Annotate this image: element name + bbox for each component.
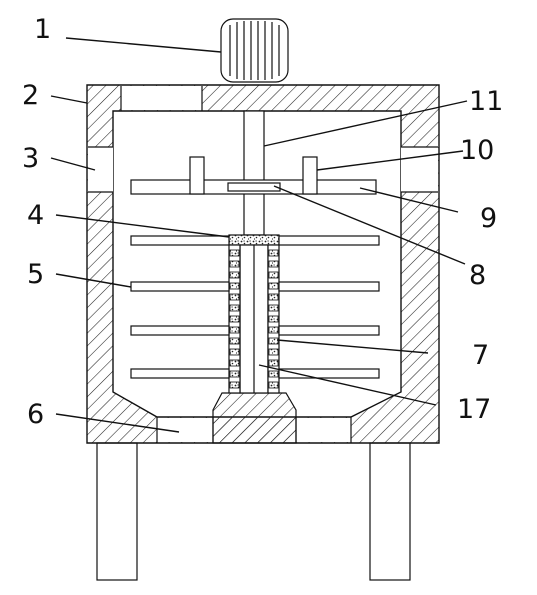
stir-bar-left-3 bbox=[130, 325, 230, 336]
label-11: 11 bbox=[469, 86, 503, 117]
sleeve-block bbox=[268, 370, 279, 378]
connecting-block bbox=[228, 234, 280, 246]
label-10: 10 bbox=[460, 135, 494, 166]
sleeve-block bbox=[268, 249, 279, 257]
sleeve-block bbox=[268, 381, 279, 389]
stir-bar-right-4 bbox=[278, 368, 380, 379]
sleeve-block bbox=[268, 326, 279, 334]
stir-bar-right-2 bbox=[278, 281, 380, 292]
label-5: 5 bbox=[27, 259, 44, 290]
sleeve-block bbox=[268, 260, 279, 268]
sleeve-block bbox=[229, 271, 240, 279]
stir-bar-right-1 bbox=[278, 235, 380, 246]
stir-bar-right-3 bbox=[278, 325, 380, 336]
label-3: 3 bbox=[22, 143, 39, 174]
sleeve-block bbox=[229, 249, 240, 257]
right-side-opening bbox=[401, 147, 438, 192]
sleeve-block bbox=[229, 260, 240, 268]
stir-bar-left-2 bbox=[130, 281, 230, 292]
sleeve-block bbox=[229, 337, 240, 345]
label-17: 17 bbox=[457, 394, 491, 425]
right-leg bbox=[369, 442, 411, 581]
sleeve-block bbox=[268, 348, 279, 356]
right-upright-blade bbox=[302, 156, 318, 195]
sleeve-block bbox=[268, 315, 279, 323]
sleeve-block bbox=[229, 359, 240, 367]
sleeve-block bbox=[229, 315, 240, 323]
center-boss bbox=[212, 392, 297, 444]
sleeve-block bbox=[268, 359, 279, 367]
right-outlet bbox=[296, 418, 351, 442]
stir-bar-left-4 bbox=[130, 368, 230, 379]
sleeve-block bbox=[229, 370, 240, 378]
sleeve-block bbox=[229, 381, 240, 389]
sleeve-block bbox=[268, 304, 279, 312]
sleeve-block bbox=[268, 271, 279, 279]
sleeve-block bbox=[229, 326, 240, 334]
stir-bar-left-1 bbox=[130, 235, 230, 246]
label-4: 4 bbox=[27, 200, 44, 231]
sleeve-block bbox=[229, 348, 240, 356]
label-7: 7 bbox=[472, 340, 489, 371]
sleeve-speckled-blocks bbox=[229, 249, 279, 389]
label-6: 6 bbox=[27, 399, 44, 430]
label-8: 8 bbox=[469, 260, 486, 291]
sleeve-block bbox=[268, 293, 279, 301]
label-9: 9 bbox=[480, 203, 497, 234]
left-leg bbox=[96, 442, 138, 581]
stirring-bars bbox=[130, 235, 380, 379]
sleeve-block bbox=[229, 293, 240, 301]
leader-lines bbox=[50, 37, 468, 433]
top-inlet-opening bbox=[121, 86, 202, 110]
sleeve-block bbox=[229, 304, 240, 312]
left-upright-blade bbox=[189, 156, 205, 195]
label-1: 1 bbox=[34, 14, 51, 45]
sleeve-block bbox=[268, 282, 279, 290]
drive-shaft bbox=[243, 110, 265, 236]
sleeve-block bbox=[268, 337, 279, 345]
motor bbox=[220, 18, 289, 83]
motor-fins bbox=[229, 21, 280, 80]
sleeve-block bbox=[229, 282, 240, 290]
plate-hub bbox=[227, 182, 281, 192]
label-2: 2 bbox=[22, 80, 39, 111]
